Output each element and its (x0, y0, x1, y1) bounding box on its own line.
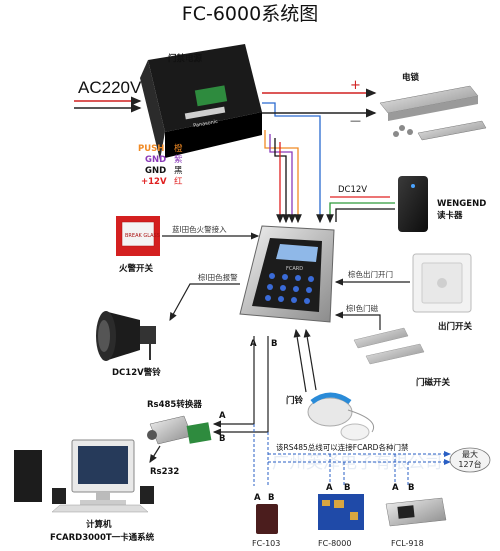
fire-switch-label: 火警开关 (119, 263, 154, 274)
diagram-title: FC-6000系统图 (182, 3, 318, 25)
ac-input-label: AC220V (78, 78, 142, 97)
fire-panel-text: BREAK GLASS (125, 233, 160, 239)
watermark-text: 广州英泽电子有限公司 (272, 453, 442, 473)
fire-switch-icon: BREAK GLASS (116, 216, 160, 256)
reader-label: 读卡器 (437, 210, 463, 221)
bus-note: 该RS485总线可以连接FCARD各种门禁 (276, 442, 409, 452)
alarm-wire-label: 棕l田色报警 (198, 272, 238, 282)
device-fc103: A B FC-103 (252, 493, 280, 548)
device-fc8000-b: B (344, 483, 350, 493)
device-fcl918-a: A (392, 483, 399, 493)
power-wires (262, 102, 324, 224)
controller-b: B (271, 339, 277, 349)
alarm-bell-label: DC12V警铃 (112, 367, 161, 378)
door-sensor-label: 门磁开关 (416, 377, 451, 388)
electric-lock-icon (379, 85, 487, 141)
device-fcl918: A B FCL-918 (385, 483, 447, 548)
lock-minus-sign: — (350, 114, 361, 127)
reader-data-line (326, 202, 395, 224)
computer-icon (14, 439, 154, 513)
rs485-converter-icon (147, 415, 212, 445)
rs232-label: Rs232 (150, 467, 179, 477)
controller-icon: FCARD (239, 225, 335, 323)
computer-software: FCARD3000T一卡通系统 (50, 532, 155, 543)
wire-12v-label: +12V (141, 177, 167, 187)
reader-name: WENGEND (437, 199, 486, 209)
device-fc8000-name: FC-8000 (318, 539, 351, 548)
doorbell-label: 门铃 (286, 395, 304, 406)
converter-a: A (219, 411, 226, 421)
wire-gnd2-label: GND (145, 166, 166, 176)
exit-button-label: 出门开关 (438, 321, 473, 332)
alarm-line (169, 283, 240, 322)
lock-plus-sign: + (350, 78, 361, 93)
lock-label: 电锁 (402, 72, 420, 83)
exit-button-icon (412, 253, 472, 313)
power-supply-label: 门禁电源 (168, 53, 203, 64)
wire-gnd1-label: GND (145, 155, 166, 165)
exit-wire-label: 棕色出门开门 (348, 269, 393, 279)
reader-gnd-line (335, 208, 395, 222)
max-badge: 最大 127台 (449, 447, 491, 473)
dashed-bus-drops (329, 454, 409, 486)
wire-gnd1-color: 紫 (174, 155, 183, 165)
rs232-line (149, 445, 161, 464)
computer-label: 计算机 (86, 519, 112, 530)
door-sensor-line (334, 311, 381, 330)
fc103-icon (256, 504, 278, 534)
converter-b: B (219, 434, 225, 444)
wiring-legend: PUSH 橙 GND 紫 GND 黑 +12V 红 (138, 143, 183, 187)
device-fc8000: A B FC-8000 (318, 483, 364, 548)
device-fcl918-name: FCL-918 (391, 539, 424, 548)
power-brand: Panasonic (193, 119, 219, 129)
converter-label: Rs485转换器 (147, 399, 202, 410)
wire-12v-color: 红 (174, 176, 183, 187)
doorbell-icon (307, 392, 374, 441)
device-fc103-name: FC-103 (252, 539, 280, 548)
max-badge-value: 127台 (458, 459, 481, 469)
fire-wire-label: 蓝l田色火警接入 (172, 224, 227, 234)
max-badge-label: 最大 (462, 449, 478, 459)
doorbell-line-2 (303, 328, 317, 391)
device-fc103-b: B (268, 493, 274, 503)
alarm-bell-icon (96, 311, 156, 361)
device-fc103-a: A (254, 493, 261, 503)
door-sensor-wire-label: 棕l色门磁 (346, 303, 379, 313)
controller-brand: FCARD (286, 266, 303, 272)
wire-push-label: PUSH (138, 144, 164, 154)
device-fcl918-b: B (408, 483, 414, 493)
device-fc8000-a: A (326, 483, 333, 493)
wire-push-color: 橙 (174, 143, 183, 154)
power-supply-icon: Panasonic (140, 44, 262, 160)
wire-gnd2-color: 黑 (174, 166, 183, 176)
doorbell-line-1 (293, 328, 307, 393)
door-sensor-icon (353, 327, 425, 365)
reader-voltage: DC12V (338, 185, 367, 195)
fcl918-icon (385, 497, 447, 527)
card-reader-icon (398, 176, 428, 232)
